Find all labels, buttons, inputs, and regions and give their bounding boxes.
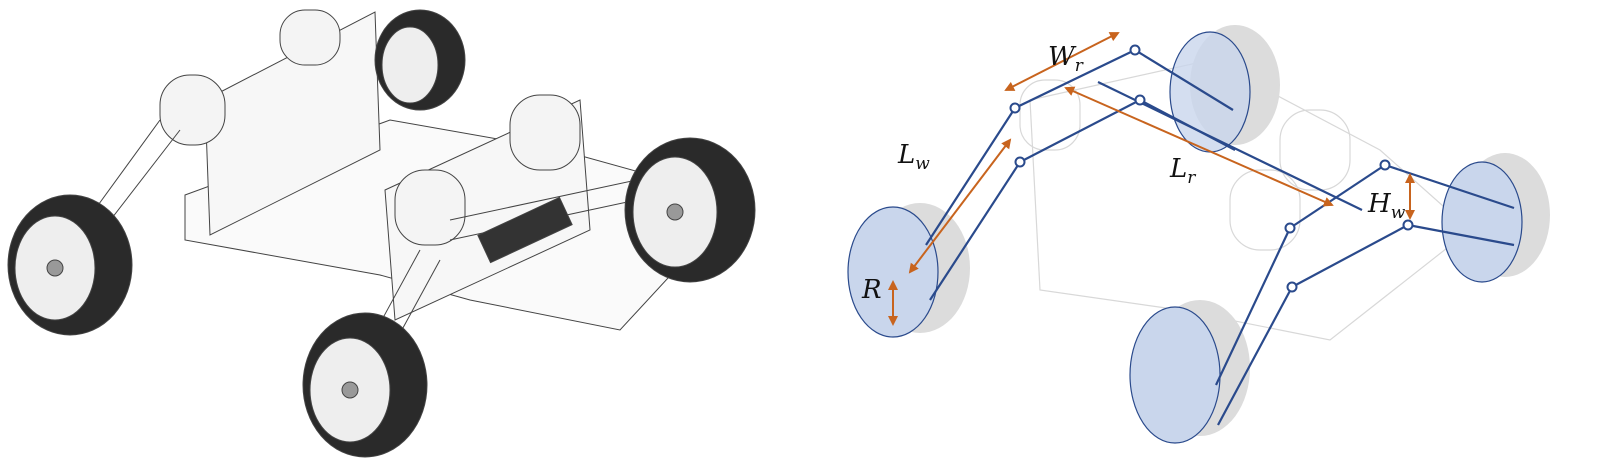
joint-icon	[1134, 94, 1146, 106]
label-hw: Hw	[1367, 189, 1406, 223]
label-lr: Lr	[1169, 154, 1196, 188]
motor	[159, 74, 226, 146]
rover-cad-model	[7, 9, 756, 458]
wheel	[1169, 31, 1251, 153]
joint-icon	[1129, 44, 1141, 56]
motor	[394, 169, 466, 246]
wheels	[847, 25, 1550, 444]
wheel	[302, 312, 428, 458]
joint-icon	[1009, 102, 1021, 114]
wheel	[624, 137, 756, 283]
joint-icon	[1284, 222, 1296, 234]
joint-icon	[1379, 159, 1391, 171]
label-r: R	[861, 275, 882, 305]
wheel	[1129, 306, 1221, 444]
wheel	[1441, 161, 1523, 283]
wheel	[374, 9, 466, 111]
dimension-arrows	[888, 32, 1415, 326]
label-lw: Lw	[897, 140, 930, 174]
joint-icon	[1286, 281, 1298, 293]
arrow-wr	[1004, 32, 1120, 91]
kinematic-schematic: Wr Lw Lr Hw R	[847, 25, 1550, 444]
label-wr: Wr	[1048, 42, 1084, 76]
joint-icon	[1014, 156, 1026, 168]
motor	[509, 94, 581, 171]
arrow-lw	[908, 138, 1012, 274]
gearbox	[477, 196, 573, 264]
arm	[449, 174, 661, 221]
wheel	[7, 194, 133, 336]
motor	[279, 9, 341, 66]
joint-icon	[1402, 219, 1414, 231]
arrow-lr	[1064, 86, 1334, 207]
